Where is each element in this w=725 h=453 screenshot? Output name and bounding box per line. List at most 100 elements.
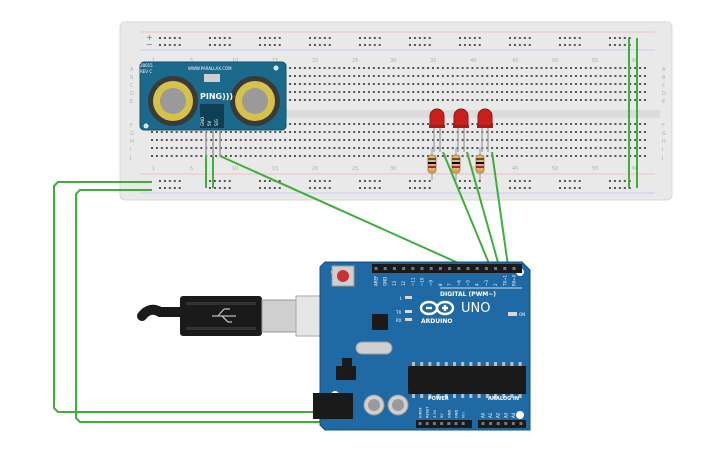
breadboard-hole[interactable] xyxy=(555,67,558,69)
breadboard-hole[interactable] xyxy=(303,139,306,141)
breadboard-rail-hole[interactable] xyxy=(418,37,421,39)
breadboard-hole[interactable] xyxy=(629,131,632,133)
breadboard-hole[interactable] xyxy=(293,99,296,101)
breadboard-hole[interactable] xyxy=(510,123,513,125)
breadboard-rail-hole[interactable] xyxy=(468,187,471,189)
analog-pin-header[interactable] xyxy=(478,420,526,428)
breadboard-hole[interactable] xyxy=(215,131,218,133)
breadboard-rail-hole[interactable] xyxy=(163,180,166,182)
breadboard-hole[interactable] xyxy=(515,91,518,93)
breadboard-hole[interactable] xyxy=(264,155,267,157)
breadboard-hole[interactable] xyxy=(565,67,568,69)
breadboard-hole[interactable] xyxy=(501,67,504,69)
breadboard-rail-hole[interactable] xyxy=(313,37,316,39)
breadboard-hole[interactable] xyxy=(229,139,232,141)
breadboard-hole[interactable] xyxy=(614,155,617,157)
breadboard-hole[interactable] xyxy=(579,91,582,93)
breadboard-hole[interactable] xyxy=(244,147,247,149)
breadboard-hole[interactable] xyxy=(210,155,213,157)
breadboard-rail-hole[interactable] xyxy=(318,44,321,46)
breadboard-hole[interactable] xyxy=(151,131,153,133)
breadboard-hole[interactable] xyxy=(466,131,469,133)
breadboard-rail-hole[interactable] xyxy=(573,44,576,46)
breadboard-hole[interactable] xyxy=(574,139,577,141)
breadboard-rail-hole[interactable] xyxy=(368,187,371,189)
breadboard-hole[interactable] xyxy=(358,75,361,77)
breadboard-rail-hole[interactable] xyxy=(428,44,431,46)
breadboard-hole[interactable] xyxy=(293,139,296,141)
breadboard-hole[interactable] xyxy=(574,99,577,101)
breadboard-hole[interactable] xyxy=(318,155,321,157)
breadboard-hole[interactable] xyxy=(190,131,193,133)
breadboard-hole[interactable] xyxy=(333,75,336,77)
breadboard-hole[interactable] xyxy=(629,99,632,101)
breadboard-hole[interactable] xyxy=(412,147,415,149)
breadboard-hole[interactable] xyxy=(382,67,385,69)
breadboard-hole[interactable] xyxy=(412,123,415,125)
breadboard-hole[interactable] xyxy=(155,147,158,149)
breadboard-rail-hole[interactable] xyxy=(173,44,176,46)
breadboard-hole[interactable] xyxy=(530,123,533,125)
breadboard-rail-hole[interactable] xyxy=(573,187,576,189)
breadboard-rail-hole[interactable] xyxy=(418,180,421,182)
breadboard-hole[interactable] xyxy=(348,67,351,69)
breadboard-hole[interactable] xyxy=(535,147,538,149)
breadboard-hole[interactable] xyxy=(501,83,504,85)
breadboard-rail-hole[interactable] xyxy=(559,187,561,189)
breadboard-hole[interactable] xyxy=(515,75,518,77)
breadboard-hole[interactable] xyxy=(491,75,494,77)
breadboard-hole[interactable] xyxy=(377,147,380,149)
breadboard-hole[interactable] xyxy=(343,99,346,101)
breadboard-rail-hole[interactable] xyxy=(523,44,526,46)
breadboard-hole[interactable] xyxy=(397,67,400,69)
breadboard-rail-hole[interactable] xyxy=(263,37,266,39)
breadboard-rail-hole[interactable] xyxy=(363,44,366,46)
breadboard-hole[interactable] xyxy=(387,99,390,101)
breadboard-hole[interactable] xyxy=(417,67,420,69)
breadboard-hole[interactable] xyxy=(372,131,375,133)
breadboard-hole[interactable] xyxy=(570,83,573,85)
breadboard-hole[interactable] xyxy=(185,139,188,141)
breadboard-hole[interactable] xyxy=(422,155,425,157)
breadboard-hole[interactable] xyxy=(535,83,538,85)
breadboard-hole[interactable] xyxy=(530,75,533,77)
breadboard-hole[interactable] xyxy=(289,131,292,133)
breadboard-rail-hole[interactable] xyxy=(428,37,431,39)
digital-pin[interactable] xyxy=(402,267,406,270)
breadboard-hole[interactable] xyxy=(377,83,380,85)
breadboard-hole[interactable] xyxy=(417,75,420,77)
breadboard-hole[interactable] xyxy=(644,139,646,141)
breadboard-hole[interactable] xyxy=(190,155,193,157)
breadboard-hole[interactable] xyxy=(589,123,592,125)
breadboard-hole[interactable] xyxy=(289,139,292,141)
breadboard-hole[interactable] xyxy=(353,99,356,101)
breadboard-hole[interactable] xyxy=(476,83,479,85)
breadboard-hole[interactable] xyxy=(427,139,430,141)
breadboard-hole[interactable] xyxy=(510,91,513,93)
breadboard-hole[interactable] xyxy=(471,139,474,141)
breadboard-hole[interactable] xyxy=(210,147,213,149)
power-pin[interactable] xyxy=(454,422,458,425)
breadboard-hole[interactable] xyxy=(530,147,533,149)
breadboard-hole[interactable] xyxy=(446,147,449,149)
breadboard-hole[interactable] xyxy=(545,131,548,133)
breadboard-rail-hole[interactable] xyxy=(218,187,221,189)
breadboard-hole[interactable] xyxy=(614,139,617,141)
breadboard-hole[interactable] xyxy=(318,67,321,69)
breadboard-rail-hole[interactable] xyxy=(268,187,271,189)
breadboard-rail-hole[interactable] xyxy=(373,37,376,39)
breadboard-hole[interactable] xyxy=(343,155,346,157)
breadboard-hole[interactable] xyxy=(510,147,513,149)
breadboard-hole[interactable] xyxy=(417,83,420,85)
breadboard-hole[interactable] xyxy=(422,123,425,125)
breadboard-hole[interactable] xyxy=(515,131,518,133)
breadboard-hole[interactable] xyxy=(338,139,341,141)
breadboard-hole[interactable] xyxy=(362,83,365,85)
breadboard-hole[interactable] xyxy=(555,147,558,149)
breadboard-hole[interactable] xyxy=(318,147,321,149)
breadboard-hole[interactable] xyxy=(215,139,218,141)
breadboard-hole[interactable] xyxy=(348,123,351,125)
breadboard-hole[interactable] xyxy=(491,139,494,141)
breadboard-hole[interactable] xyxy=(530,67,533,69)
digital-pin[interactable] xyxy=(374,267,378,270)
